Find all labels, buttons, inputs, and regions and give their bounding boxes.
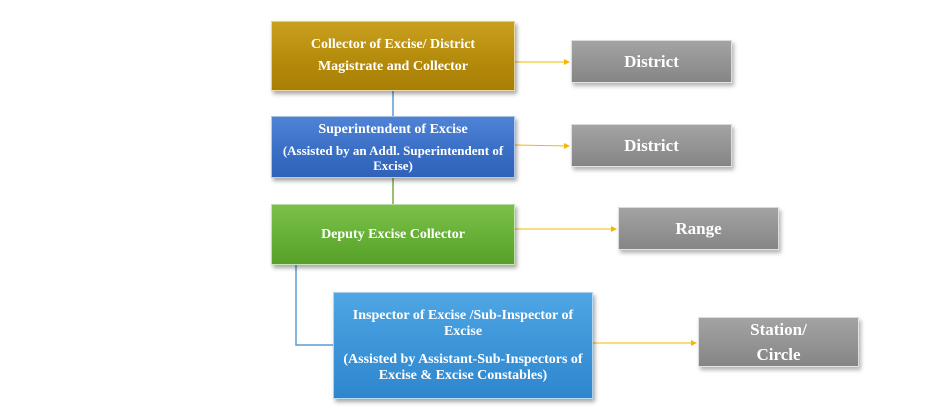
deputy-title: Deputy Excise Collector (321, 226, 465, 242)
superintendent-title: Superintendent of Excise (318, 121, 468, 137)
inspector-note: (Assisted by Assistant-Sub-Inspectors of… (343, 351, 583, 383)
level-box-superintendent: District (571, 124, 732, 167)
level-label-inspector-line-2: Circle (756, 345, 801, 364)
level-box-deputy: Range (618, 207, 779, 250)
level-label-deputy: Range (675, 218, 722, 238)
level-box-inspector: Station/ Circle (698, 317, 859, 367)
connector-deputy-inspector (295, 265, 333, 346)
superintendent-box: Superintendent of Excise (Assisted by an… (271, 116, 515, 178)
collector-box: Collector of Excise/ District Magistrate… (271, 21, 515, 91)
level-label-collector: District (624, 51, 679, 71)
deputy-box: Deputy Excise Collector (271, 204, 515, 265)
inspector-box: Inspector of Excise /Sub-Inspector of Ex… (333, 292, 593, 399)
level-box-collector: District (571, 40, 732, 83)
collector-label-line-2: Magistrate and Collector (317, 59, 469, 74)
inspector-title: Inspector of Excise /Sub-Inspector of Ex… (352, 307, 574, 339)
collector-label-line-1: Collector of Excise/ District (310, 37, 476, 52)
arrow-superintendent-level (514, 142, 570, 149)
level-label-superintendent: District (624, 135, 679, 155)
superintendent-note: (Assisted by an Addl. Superintendent of … (282, 142, 504, 173)
level-label-inspector-line-1: Station/ (750, 320, 807, 339)
